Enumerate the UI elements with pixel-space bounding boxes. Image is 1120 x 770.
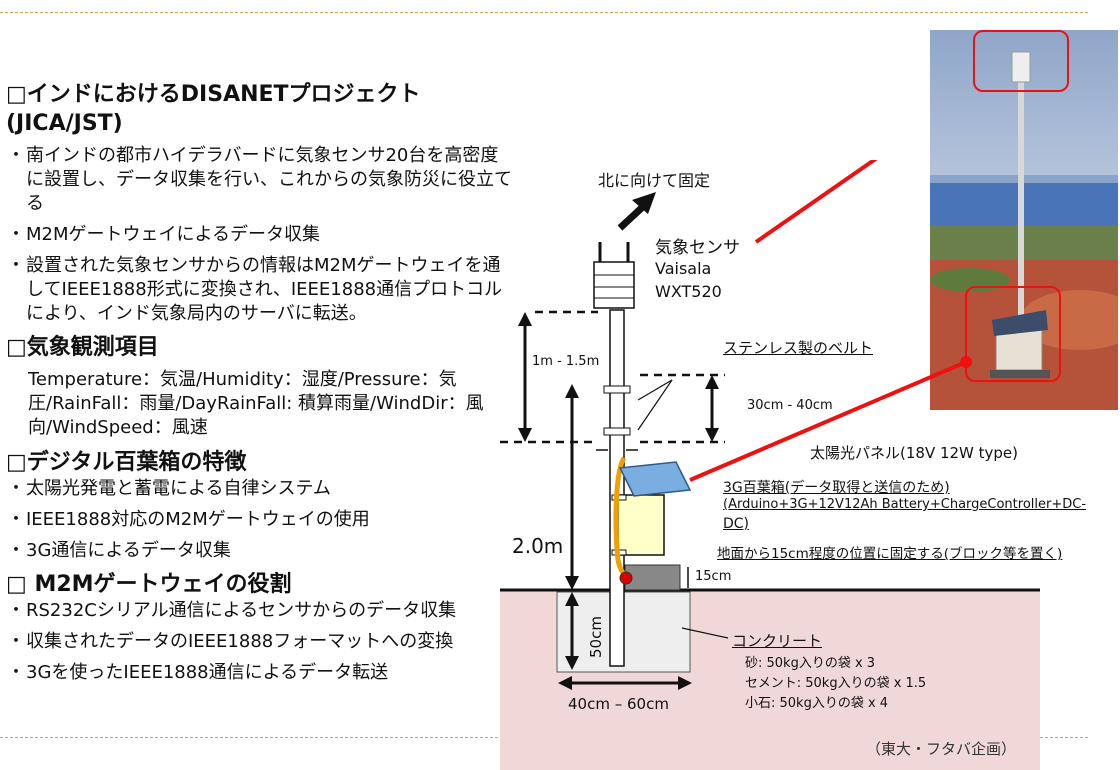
- list-item: ・収集されたデータのIEEE1888フォーマットへの変換: [7, 631, 454, 652]
- label-concrete: コンクリート: [732, 632, 823, 650]
- list-item: ・3G通信によるデータ収集: [7, 540, 231, 561]
- list-item: ・M2Mゲートウェイによるデータ収集: [7, 224, 320, 245]
- section-heading-items: □気象観測項目: [6, 335, 159, 360]
- label-40-60cm: 40cm – 60cm: [568, 695, 669, 713]
- label-sensor-1: 気象センサ: [655, 238, 740, 258]
- text-column: □インドにおけるDISANETプロジェクト (JICA/JST) ・南インドの都…: [6, 80, 516, 692]
- label-north: 北に向けて固定: [598, 171, 711, 190]
- label-2m: 2.0m: [512, 534, 564, 558]
- list-item: ・3Gを使ったIEEE1888通信によるデータ転送: [7, 662, 389, 683]
- label-box-2: (Arduino+3G+12V12Ah Battery+ChargeContro…: [723, 497, 1087, 512]
- list-item: ・南インドの都市ハイデラバードに気象センサ20台を高密度に設置し、データ収集を行…: [7, 145, 512, 214]
- top-divider: [0, 12, 1088, 13]
- section-heading-features: □デジタル百葉箱の特徴: [6, 450, 247, 475]
- label-1m: 1m - 1.5m: [532, 354, 600, 369]
- section-heading-project: □インドにおけるDISANETプロジェクト: [6, 82, 421, 107]
- label-belt: ステンレス製のベルト: [723, 339, 874, 357]
- connector: [619, 571, 633, 585]
- list-item: ・太陽光発電と蓄電による自律システム: [7, 478, 331, 499]
- label-sensor-3: WXT520: [655, 282, 722, 301]
- credit-text: （東大・フタバ企画）: [865, 740, 1016, 758]
- highlight-sensor: [973, 30, 1069, 92]
- observation-items-text: Temperature：気温/Humidity：湿度/Pressure：気圧/R…: [28, 369, 484, 438]
- belt-upper: [603, 385, 631, 394]
- list-item: ・IEEE1888対応のM2Mゲートウェイの使用: [7, 509, 370, 530]
- section-heading-project-sub: (JICA/JST): [6, 111, 123, 136]
- support-block: [624, 564, 681, 591]
- label-gravel: 小石: 50kg入りの袋 x 4: [745, 696, 889, 711]
- label-50cm: 50cm: [587, 616, 605, 658]
- label-box-1: 3G百葉箱(データ取得と送信のため): [723, 480, 950, 496]
- section-heading-gateway: □ M2Mゲートウェイの役割: [6, 572, 292, 597]
- label-cement: セメント: 50kg入りの袋 x 1.5: [745, 676, 927, 691]
- weather-sensor: [593, 242, 635, 309]
- label-solar: 太陽光パネル(18V 12W type): [810, 444, 1019, 462]
- 3g-box: [617, 494, 665, 556]
- belt-lower: [603, 427, 631, 436]
- label-box-3: DC): [723, 516, 750, 532]
- solar-panel: [618, 461, 692, 497]
- label-15cm: 15cm: [695, 569, 732, 584]
- label-sensor-2: Vaisala: [655, 259, 712, 278]
- label-ground: 地面から15cm程度の位置に固定する(ブロック等を置く): [717, 546, 1063, 562]
- list-item: ・RS232Cシリアル通信によるセンサからのデータ収集: [7, 600, 457, 621]
- installation-diagram: 北に向けて固定 気象センサ Vaisala WXT520 ステンレス製のベルト …: [495, 30, 1120, 770]
- highlight-box: [965, 286, 1061, 382]
- list-item: ・設置された気象センサからの情報はM2Mゲートウェイを通してIEEE1888形式…: [7, 255, 503, 324]
- installation-photo: [930, 30, 1118, 410]
- label-30cm: 30cm - 40cm: [747, 398, 833, 413]
- label-sand: 砂: 50kg入りの袋 x 3: [745, 656, 876, 671]
